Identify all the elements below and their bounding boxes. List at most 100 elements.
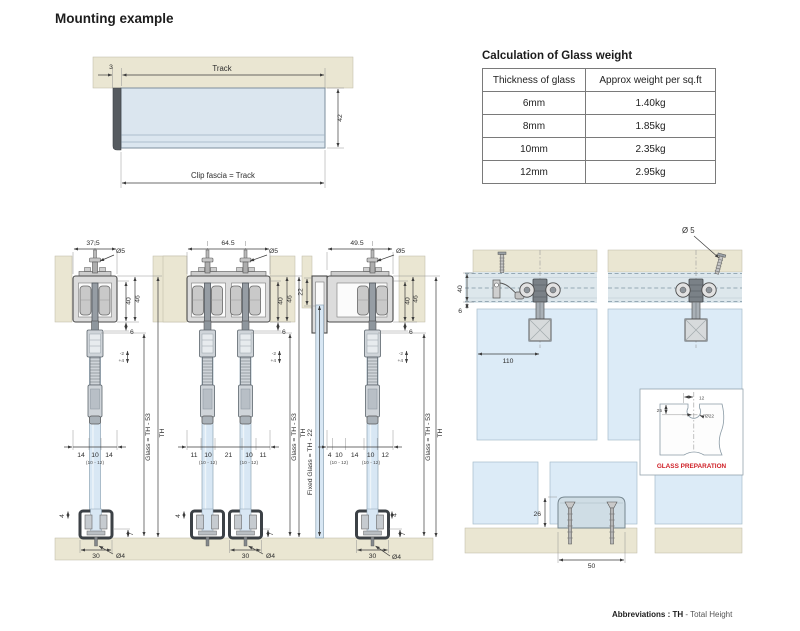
dim-label: Ø4 [392,554,401,561]
track-detail-diagram: 3 Track 42 Clip fascia = Track [92,56,354,188]
glass-preparation-detail: 12 25 Ø22 GLASS PREPARATION [639,388,744,476]
dim-label: 110 [503,358,514,365]
dim-label: 11 [259,452,266,459]
dim-label: 14 [77,452,85,459]
elevation-diagram: 40 6 110 Ø 5 26 50 [457,226,744,570]
abbreviation-value: - Total Height [683,610,733,619]
formula-label: Glass = TH - 53 [425,413,432,461]
weight-cell: 2.95kg [585,160,716,184]
range-label: (10 - 12) [362,460,381,466]
dim-label: 46 [413,295,420,303]
dim-label: 11 [190,452,197,459]
door-stopper [492,279,525,300]
dim-label: 40 [457,285,464,293]
floor-block [464,527,638,554]
dim-label: 10 [91,452,99,459]
section-fixed-diagram: 49.5 Ø5 22 Fixed Glass = TH - 22 40 46 6… [298,240,445,561]
dim-label: 7 [128,532,135,536]
dim-label: 14 [351,452,359,459]
tolerance-label: +4 [398,358,404,364]
dim-label: 49.5 [350,240,363,247]
formula-label: TH [437,428,444,437]
clip-fascia [112,87,122,151]
dim-label: Ø5 [269,248,278,255]
dim-label: 10 [204,452,212,459]
tolerance-label: -2 [399,351,404,357]
track-body [120,87,326,149]
range-label: (10 - 12) [86,460,105,466]
dim-label: Track [212,64,231,73]
page-title: Mounting example [55,11,174,26]
ceiling-block [92,56,354,89]
dim-label: 30 [92,553,100,560]
dim-label: 12 [381,452,389,459]
dim-label: 6 [409,329,413,336]
range-label: (10 - 12) [330,460,349,466]
dim-label: 4 [175,514,182,518]
abbreviation-key: Abbreviations : TH [612,610,684,619]
dim-label: 46 [135,295,142,303]
dim-label: 30 [369,553,377,560]
dim-label: 6 [282,329,286,336]
dim-label: 40 [126,297,133,305]
dim-label: Ø22 [705,414,714,420]
formula-label: TH [300,428,307,437]
dim-label: 7 [268,532,275,536]
dim-label: 21 [225,452,233,459]
dim-label: 10 [245,452,253,459]
section-double-diagram: 64.5 Ø5 40 46 6 -2 +4 Glass = TH - 53 TH [162,240,307,560]
dim-label: Ø 5 [682,226,695,235]
dim-label: Ø4 [116,553,125,560]
formula-label: Glass = TH - 53 [291,413,298,461]
glass-corner [659,403,725,456]
weight-cell: 2.35kg [585,137,716,161]
dim-label: Ø4 [266,553,275,560]
dim-label: 12 [699,396,705,402]
dim-label: 42 [337,114,344,122]
dim-label: 4 [392,513,399,517]
dim-label: 30 [242,553,250,560]
dim-label: 10 [335,452,343,459]
col-header-weight: Approx weight per sq.ft [585,68,716,92]
dim-label: 40 [405,297,412,305]
floor-guide-front [557,496,626,529]
dim-label: Ø5 [116,248,125,255]
tolerance-label: -2 [120,351,125,357]
glass-weight-panel: Calculation of Glass weight Thickness of… [482,50,716,184]
dim-label: 4 [59,514,66,518]
range-label: (10 - 12) [240,460,259,466]
dim-label: 64.5 [221,240,234,247]
track-zone [608,272,742,303]
dim-label: 40 [278,297,285,305]
formula-label: Fixed Glass = TH - 22 [307,429,314,495]
glass-door-panel [472,461,539,525]
floor-block [654,527,743,554]
dim-label: 6 [458,308,462,315]
wall-block [472,249,598,273]
dim-label: 37.5 [86,240,99,247]
dim-label: Clip fascia = Track [191,171,255,180]
formula-label: TH [159,428,166,437]
abbreviations-note: Abbreviations : TH - Total Height [612,610,732,619]
dim-label: 6 [130,329,134,336]
dim-label: 22 [298,288,305,296]
dim-label: 46 [287,295,294,303]
dim-label: 26 [533,511,541,518]
glass-preparation-caption: GLASS PREPARATION [657,463,727,470]
dim-label: 4 [328,452,332,459]
table-header-row: Thickness of glass Approx weight per sq.… [482,68,716,92]
dim-label: 3 [109,64,113,71]
glass-weight-table: Thickness of glass Approx weight per sq.… [482,68,716,184]
table-row: 10mm 2.35kg [482,137,716,161]
table-row: 12mm 2.95kg [482,160,716,184]
formula-label: Glass = TH - 53 [145,413,152,461]
table-title: Calculation of Glass weight [482,50,633,62]
dim-label: 50 [588,563,596,570]
range-label: (10 - 12) [199,460,218,466]
dim-label: Ø5 [396,248,405,255]
weight-cell: 1.85kg [585,114,716,138]
dim-label: 7 [400,532,407,536]
thickness-cell: 12mm [482,160,586,184]
